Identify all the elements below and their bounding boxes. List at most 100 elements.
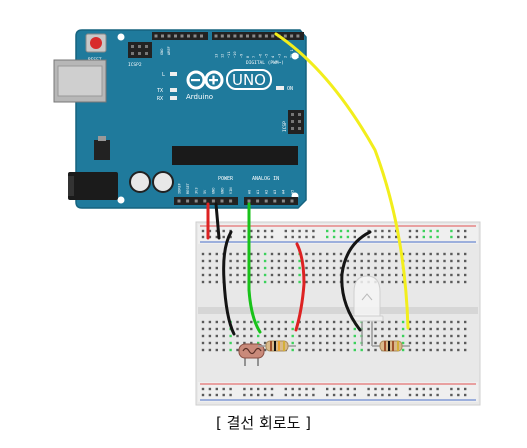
header-pin [174,34,177,38]
header-pin [203,199,207,203]
breadboard-hole [326,259,329,263]
icsp2-header [128,42,152,58]
breadboard-hole [257,273,260,277]
breadboard-hole [243,327,246,331]
breadboard-hole [415,334,419,338]
breadboard-hole [263,334,267,338]
breadboard-hole [291,393,294,397]
breadboard-hole [326,348,329,352]
breadboard-hole [236,320,239,324]
breadboard-hole [305,327,308,331]
breadboard-hole [464,387,467,391]
breadboard-hole [270,280,274,284]
breadboard-hole [332,387,336,391]
breadboard-hole [360,259,363,263]
breadboard-hole [464,348,467,352]
breadboard-hole [339,320,343,324]
breadboard-hole [201,259,205,263]
breadboard-hole [388,387,391,391]
breadboard-hole [464,320,467,324]
breadboard-hole [201,280,205,284]
breadboard-hole [305,229,308,233]
led-tx [170,88,177,92]
breadboard-hole [222,393,225,397]
breadboard-hole [229,235,232,239]
breadboard-hole [277,280,281,284]
breadboard-hole [443,334,446,338]
breadboard-hole [374,348,377,352]
breadboard-bottom-rail [198,382,478,402]
breadboard-hole [298,348,301,352]
breadboard-hole [229,259,232,263]
breadboard-hole [291,259,294,263]
power-pin-label: VIN [229,188,233,195]
breadboard-hole [367,320,370,324]
digital-pin-label: TX 1 [290,49,294,58]
breadboard-hole [429,266,432,270]
breadboard-hole [415,280,419,284]
breadboard-hole [367,273,370,277]
breadboard-hole [201,393,205,397]
breadboard-hole [450,341,453,345]
l-label: L [162,72,165,78]
breadboard-hole [201,334,205,338]
breadboard-hole [326,387,329,391]
uno-badge [226,69,272,90]
breadboard-hole [263,341,267,345]
breadboard-hole [374,334,377,338]
breadboard-hole [201,235,205,239]
breadboard-hole [250,320,253,324]
breadboard-hole [388,266,391,270]
photoresistor [238,343,265,366]
breadboard-hole [388,280,391,284]
header-pin [167,34,171,38]
header-pin [290,34,294,38]
breadboard-hole [270,259,274,263]
breadboard-hole [243,387,246,391]
breadboard-hole [353,252,356,256]
reset-button-cap [90,37,102,49]
breadboard-hole [229,273,232,277]
breadboard-hole [270,266,274,270]
breadboard-hole [339,259,343,263]
breadboard-hole [367,259,370,263]
breadboard-hole [353,259,356,263]
breadboard-hole [360,348,363,352]
breadboard-hole [229,266,232,270]
breadboard-hole [339,252,343,256]
icsp2-label: ICSP2 [128,62,142,68]
breadboard-hole [415,341,419,345]
breadboard-hole [263,327,267,331]
breadboard-hole [332,320,336,324]
breadboard-hole [277,273,281,277]
breadboard-hole [305,259,308,263]
breadboard-hole [270,393,274,397]
breadboard-hole [215,259,218,263]
breadboard-hole [208,341,212,345]
breadboard-hole [332,229,336,233]
breadboard-hole [263,259,267,263]
breadboard-hole [284,259,287,263]
breadboard-hole [450,393,453,397]
breadboard-hole [429,334,432,338]
voltage-regulator [94,140,110,160]
breadboard-hole [374,266,377,270]
arduino-uno-board: RESET ICSP2 L TX RX [53,29,307,209]
breadboard-hole [388,235,391,239]
power-pin-label: RESET [186,182,190,194]
digital-pin-label: ~3 [277,54,281,58]
breadboard-hole [464,327,467,331]
power-pin-label: 5V [203,189,207,194]
breadboard-hole [367,252,370,256]
header-pin [211,199,215,203]
breadboard-hole [257,320,260,324]
breadboard-hole [429,252,432,256]
breadboard-hole [270,252,274,256]
breadboard-hole [298,235,301,239]
breadboard-hole [222,327,225,331]
analog-header [244,197,298,205]
digital-pin-label: RX 0 [296,49,300,58]
breadboard-hole [222,229,225,233]
header-pin [247,199,251,203]
